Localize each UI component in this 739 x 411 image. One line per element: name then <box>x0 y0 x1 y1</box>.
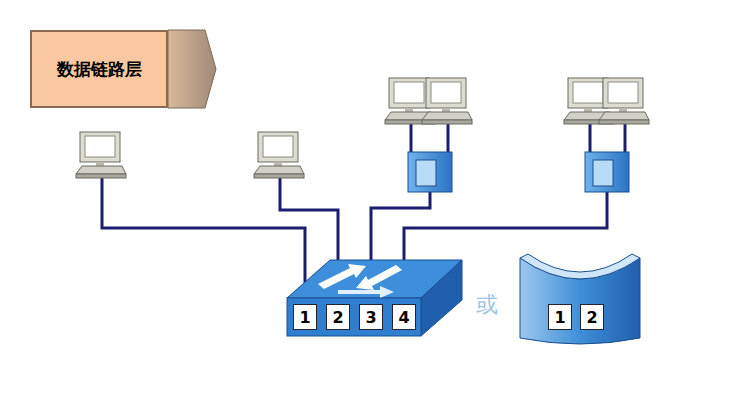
port-number: 2 <box>332 308 343 327</box>
port-number-box: 4 <box>392 304 416 330</box>
bridge-body <box>520 258 640 344</box>
switch-front <box>287 298 421 336</box>
port-number: 2 <box>586 308 597 327</box>
switch-arrows <box>318 264 402 298</box>
hub <box>585 152 629 192</box>
port-number-box: 1 <box>548 304 572 330</box>
layer-title: 数据链路层 <box>57 58 142 81</box>
hub-body <box>408 152 452 192</box>
computer-icon <box>76 132 126 178</box>
computer-icon <box>422 78 472 124</box>
arrow-tab <box>168 30 216 108</box>
port-number-box: 2 <box>326 304 350 330</box>
port-number: 4 <box>398 308 409 327</box>
port-number-box: 2 <box>580 304 604 330</box>
cable <box>410 122 413 152</box>
port-number-box: 1 <box>293 304 317 330</box>
hub-body <box>585 152 629 192</box>
cable <box>102 176 305 300</box>
cable <box>447 122 450 152</box>
port-number: 3 <box>365 308 376 327</box>
hub-panel <box>593 160 613 186</box>
computer-icon <box>254 132 304 178</box>
computer-icon <box>599 78 649 124</box>
bridge-rim <box>520 254 640 279</box>
hub <box>408 152 452 192</box>
hub-panel <box>416 160 436 186</box>
or-label: 或 <box>476 290 498 320</box>
cable <box>589 122 592 152</box>
cable <box>624 122 627 152</box>
switch-side <box>421 260 462 336</box>
port-number-box: 3 <box>359 304 383 330</box>
layer-title-box: 数据链路层 <box>30 30 168 108</box>
port-number: 1 <box>554 308 565 327</box>
port-number: 1 <box>299 308 310 327</box>
switch <box>287 260 462 336</box>
